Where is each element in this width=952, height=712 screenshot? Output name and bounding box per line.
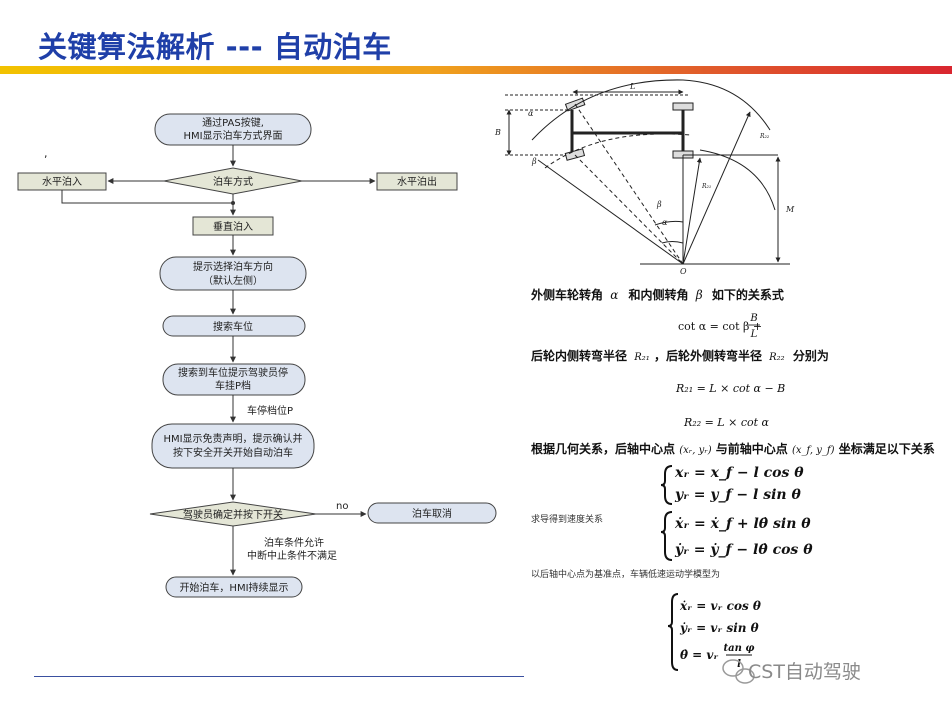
text2-part-a: 后轮内侧转弯半径	[531, 348, 627, 363]
start-node-line1: 通过PAS按键,	[202, 116, 264, 129]
cancel-parking-label: 泊车取消	[412, 507, 452, 520]
disclaimer-node	[151, 423, 315, 469]
select-direction-line1: 提示选择泊车方向	[193, 260, 273, 273]
label-O: O	[680, 267, 687, 276]
search-slot-label: 搜索车位	[213, 320, 253, 333]
system3-fraction-num: tan φ	[724, 643, 755, 654]
gear-p-edge-label: 车停档位P	[247, 404, 293, 417]
system1-line2: yᵣ = y_f − l sin θ	[674, 487, 801, 503]
start-parking-label: 开始泊车，HMI持续显示	[179, 581, 288, 594]
text3-part-a: 根据几何关系，后轴中心点	[531, 441, 675, 456]
formula-cot-numerator: B	[749, 313, 757, 324]
parallel-park-out-label: 水平泊出	[397, 175, 437, 188]
label-beta-center: β	[656, 200, 662, 209]
label-M: M	[785, 205, 795, 214]
select-direction-line2: （默认左侧）	[203, 274, 263, 287]
flowchart: , 通过PAS按键, HMI显示泊车方式界面 泊车方式 水平泊入 水平泊出 垂直…	[17, 113, 497, 598]
condition-edge-line2: 中断中止条件不满足	[247, 549, 337, 562]
svg-text:后轮内侧转弯半径 R₂₁ ，后轮外侧: 后轮内侧转弯半径 R₂₁ ，后轮外侧转弯半径 R₂₂ 分别为	[531, 348, 829, 363]
disclaimer-line1: HMI显示免责声明，提示确认并	[163, 432, 302, 445]
start-parking-node	[165, 576, 303, 598]
formula-cot-relation: cot α = cot β +	[678, 320, 762, 333]
svg-text:根据几何关系，后轴中心点 (xᵣ, yᵣ): 根据几何关系，后轴中心点 (xᵣ, yᵣ) 与前轴中心点 (x_f, y_f) …	[531, 441, 935, 456]
text2-var-r1: R₂₁	[633, 352, 650, 363]
no-edge-label: no	[336, 501, 348, 512]
parallel-park-out-box	[376, 172, 458, 191]
text1-part-a: 外侧车轮转角	[531, 287, 603, 302]
system1-line1: xᵣ = x_f − l cos θ	[674, 465, 804, 481]
cancel-parking-node	[367, 502, 497, 524]
system3-line3: θ̇ = vᵣ	[680, 648, 718, 662]
text1-var-alpha: α	[610, 288, 618, 302]
slide-title: 关键算法解析 --- 自动泊车	[38, 30, 392, 64]
text3-var-front: (x_f, y_f)	[792, 445, 835, 456]
watermark-text: CST自动驾驶	[748, 661, 861, 683]
slot-found-line2: 车挂P档	[215, 379, 251, 392]
text3-part-b: 与前轴中心点	[716, 441, 788, 456]
system2-line1: ẋᵣ = ẋ_f + lθ̇ sin θ	[674, 515, 811, 532]
label-alpha-center: α	[662, 218, 668, 227]
text3-var-rear: (xᵣ, yᵣ)	[679, 445, 711, 456]
text1-part-c: 如下的关系式	[712, 287, 784, 302]
label-B: B	[494, 128, 501, 137]
text2-var-r2: R₂₂	[768, 352, 785, 363]
text3-part-c: 坐标满足以下关系	[839, 441, 935, 456]
stray-mark: ,	[44, 147, 48, 160]
title-gradient-bar	[0, 66, 952, 74]
text4-derivative: 求导得到速度关系	[531, 513, 603, 525]
geometry-labels: L B M O α β β α R₂₁ R₂₂	[494, 82, 795, 276]
watermark-logo-icon	[722, 659, 755, 684]
label-alpha-top: α	[528, 109, 534, 118]
formula-r21: R₂₁ = L × cot α − B	[675, 382, 785, 395]
driver-confirm-label: 驾驶员确定并按下开关	[183, 508, 283, 521]
text2-part-c: 分别为	[793, 348, 829, 363]
system3-fraction-den: l	[737, 659, 741, 670]
bottom-divider	[34, 676, 524, 677]
text2-part-b: ，后轮外侧转弯半径	[654, 348, 762, 363]
perpendicular-park-in-label: 垂直泊入	[213, 220, 253, 233]
label-L: L	[629, 82, 635, 91]
slot-found-node	[162, 363, 306, 396]
system2-line2: ẏᵣ = ẏ_f − lθ̇ cos θ	[674, 541, 813, 558]
formula-cot-denominator: L	[750, 329, 758, 340]
formula-section: 外侧车轮转角 α 和内侧转角 β 如下的关系式 cot α = cot β + …	[531, 287, 935, 671]
label-R1: R₂₁	[701, 183, 711, 190]
search-slot-node	[162, 315, 306, 337]
disclaimer-line2: 按下安全开关开始自动泊车	[173, 446, 293, 459]
steering-geometry-diagram	[505, 79, 790, 265]
system3-line1: ẋᵣ = vᵣ cos θ	[679, 599, 761, 613]
label-beta-left: β	[531, 157, 537, 166]
parking-mode-label: 泊车方式	[213, 175, 253, 188]
formula-r22: R₂₂ = L × cot α	[683, 416, 770, 429]
text1-var-beta: β	[695, 288, 703, 302]
system3-line2: ẏᵣ = vᵣ sin θ	[679, 621, 759, 635]
slot-found-line1: 搜索到车位提示驾驶员停	[178, 366, 288, 379]
text5-kinematic: 以后轴中心点为基准点，车辆低速运动学模型为	[531, 568, 720, 580]
parallel-park-in-label: 水平泊入	[42, 176, 82, 188]
text1-part-b: 和内侧转角	[628, 287, 689, 302]
condition-edge-line1: 泊车条件允许	[264, 536, 324, 549]
label-R2: R₂₂	[759, 133, 770, 140]
start-node-line2: HMI显示泊车方式界面	[183, 129, 282, 142]
svg-text:外侧车轮转角 α 和内侧转角: 外侧车轮转角 α 和内侧转角 β 如下的关系式	[531, 287, 784, 302]
